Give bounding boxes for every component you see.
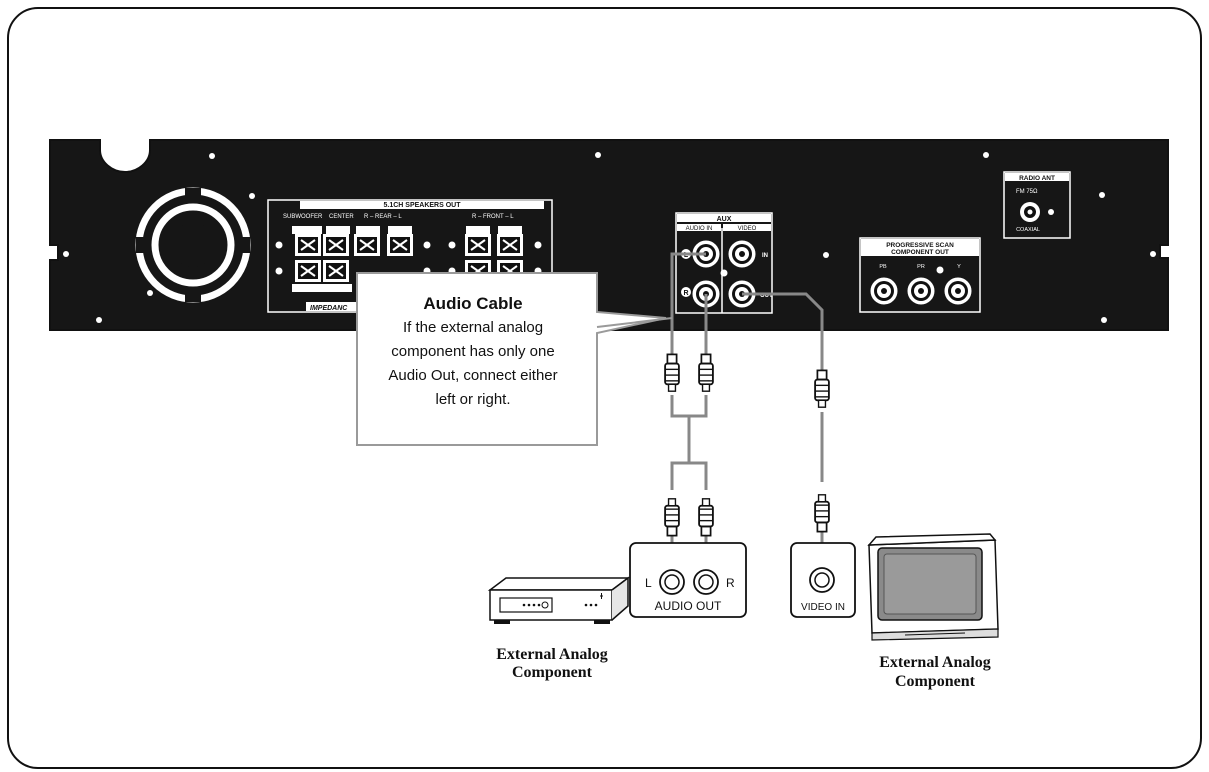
callout-line: If the external analog bbox=[403, 319, 543, 336]
subwoofer-label: SUBWOOFER bbox=[283, 214, 323, 220]
component-title-2: COMPONENT OUT bbox=[891, 249, 949, 256]
audio-out-box: L R AUDIO OUT bbox=[629, 542, 747, 618]
radio-ant-title: RADIO ANT bbox=[1019, 175, 1055, 182]
video-in-jack-label: IN bbox=[762, 253, 768, 259]
left-device-caption-line: External Analog bbox=[496, 646, 608, 663]
jack-r-label: R bbox=[683, 290, 688, 297]
radio-antenna-block: RADIO ANT FM 75Ω COAXIAL bbox=[1003, 171, 1071, 239]
callout-line: Audio Out, connect either bbox=[388, 367, 557, 384]
aux-title: AUX bbox=[717, 216, 732, 223]
front-label: R – FRONT – L bbox=[472, 214, 514, 220]
callout-line: component has only one bbox=[391, 343, 554, 360]
right-device-caption-line: Component bbox=[895, 673, 976, 690]
audio-cable-callout: Audio Cable If the external analog compo… bbox=[356, 272, 673, 446]
rear-label: R – REAR – L bbox=[364, 214, 402, 220]
pr-label: PR bbox=[917, 264, 925, 270]
audio-out-l-label: L bbox=[645, 576, 652, 590]
component-title-1: PROGRESSIVE SCAN bbox=[886, 242, 954, 249]
speakers-out-title: 5.1CH SPEAKERS OUT bbox=[383, 202, 461, 209]
video-in-label: VIDEO IN bbox=[801, 602, 845, 613]
fan-icon bbox=[135, 187, 251, 303]
component-out-block: PROGRESSIVE SCAN COMPONENT OUT PB PR Y bbox=[859, 237, 981, 313]
audio-out-r-label: R bbox=[726, 576, 735, 590]
tv-icon bbox=[867, 533, 999, 641]
vcr-icon bbox=[487, 576, 631, 624]
video-out-jack-label: OUT bbox=[760, 293, 773, 299]
aux-video-in-jack bbox=[728, 240, 756, 268]
callout-title: Audio Cable bbox=[423, 294, 522, 313]
center-label: CENTER bbox=[329, 214, 354, 220]
back-panel bbox=[49, 139, 1169, 331]
audio-in-label: AUDIO IN bbox=[686, 226, 713, 232]
left-device-caption-line: Component bbox=[512, 664, 593, 681]
coaxial-label: COAXIAL bbox=[1016, 227, 1040, 233]
fm-label: FM 75Ω bbox=[1016, 189, 1038, 195]
impedance-label: IMPEDANC bbox=[310, 305, 348, 312]
y-label: Y bbox=[957, 264, 961, 270]
video-in-box: VIDEO IN bbox=[790, 542, 856, 618]
callout-line: left or right. bbox=[435, 391, 510, 408]
right-device-caption-line: External Analog bbox=[879, 654, 991, 671]
video-label: VIDEO bbox=[738, 226, 757, 232]
pb-label: PB bbox=[879, 264, 887, 270]
audio-out-label: AUDIO OUT bbox=[655, 599, 722, 613]
